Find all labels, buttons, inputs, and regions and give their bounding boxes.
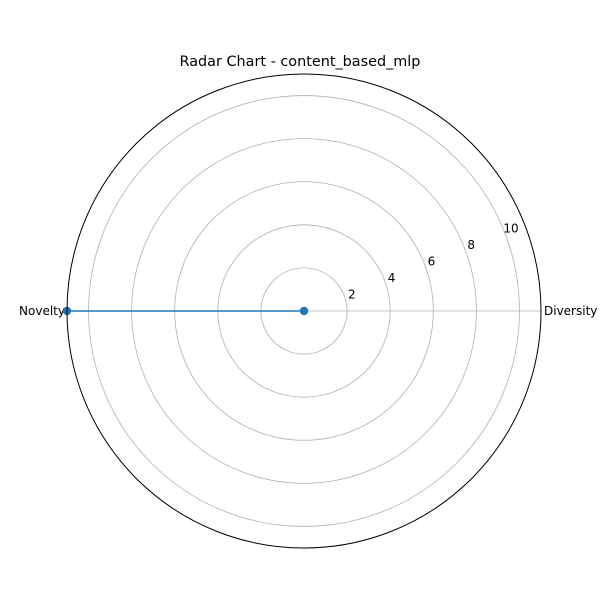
radial-tick-labels: 2 4 6 8 10 bbox=[348, 222, 519, 302]
series-layer bbox=[62, 306, 309, 316]
series-point-diversity bbox=[299, 306, 309, 316]
polar-frame bbox=[66, 73, 542, 549]
r-tick-label-10: 10 bbox=[503, 222, 518, 236]
r-tick-label-8: 8 bbox=[467, 238, 475, 252]
r-tick-label-2: 2 bbox=[348, 288, 356, 302]
chart-title: Radar Chart - content_based_mlp bbox=[180, 54, 421, 70]
r-tick-label-4: 4 bbox=[388, 271, 396, 285]
category-labels: Diversity Novelty bbox=[19, 304, 597, 318]
r-tick-label-6: 6 bbox=[428, 255, 436, 269]
category-label-diversity: Diversity bbox=[544, 304, 597, 318]
category-label-novelty: Novelty bbox=[19, 304, 65, 318]
